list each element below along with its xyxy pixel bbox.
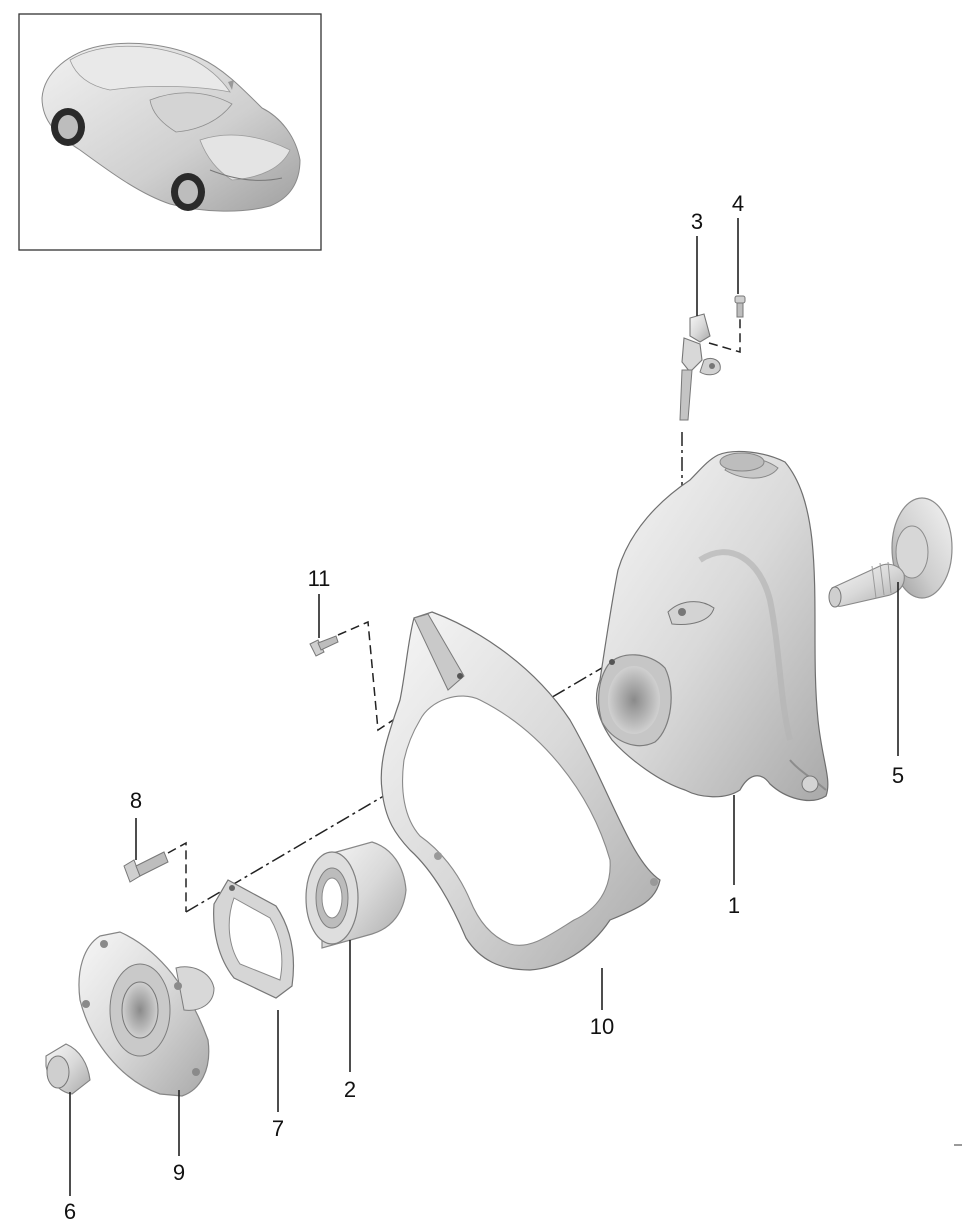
car-image [41, 42, 301, 212]
callout-7: 7 [272, 1116, 284, 1141]
drive-shaft-flange [828, 497, 953, 608]
gasket-seal [213, 879, 295, 999]
callout-11: 11 [308, 566, 331, 591]
callout-8: 8 [130, 788, 142, 813]
corner-mark [954, 1144, 962, 1146]
hub-bolt [123, 851, 169, 883]
callout-2: 2 [344, 1077, 356, 1102]
callout-10: 10 [590, 1014, 614, 1039]
hub-bolt-axis-line [167, 841, 187, 912]
wheel-carrier-knuckle [595, 450, 829, 802]
wheel-hub [78, 931, 215, 1097]
callout-1: 1 [728, 893, 740, 918]
speed-sensor [679, 313, 721, 421]
callout-3: 3 [691, 209, 703, 234]
wheel-bearing [305, 841, 407, 949]
callout-labels: 1 2 3 4 5 6 7 8 9 10 11 [64, 191, 904, 1224]
callout-9: 9 [173, 1160, 185, 1185]
hub-nut [45, 1043, 91, 1095]
callout-6: 6 [64, 1199, 76, 1224]
callout-4: 4 [732, 191, 744, 216]
brake-cover-plate [380, 611, 661, 971]
leader-lines [69, 218, 899, 1196]
callout-5: 5 [892, 763, 904, 788]
sensor-bolt [734, 295, 746, 318]
vehicle-thumbnail [18, 13, 322, 251]
cover-bolt [309, 635, 339, 657]
sensor-bolt-axis-line [708, 300, 741, 353]
